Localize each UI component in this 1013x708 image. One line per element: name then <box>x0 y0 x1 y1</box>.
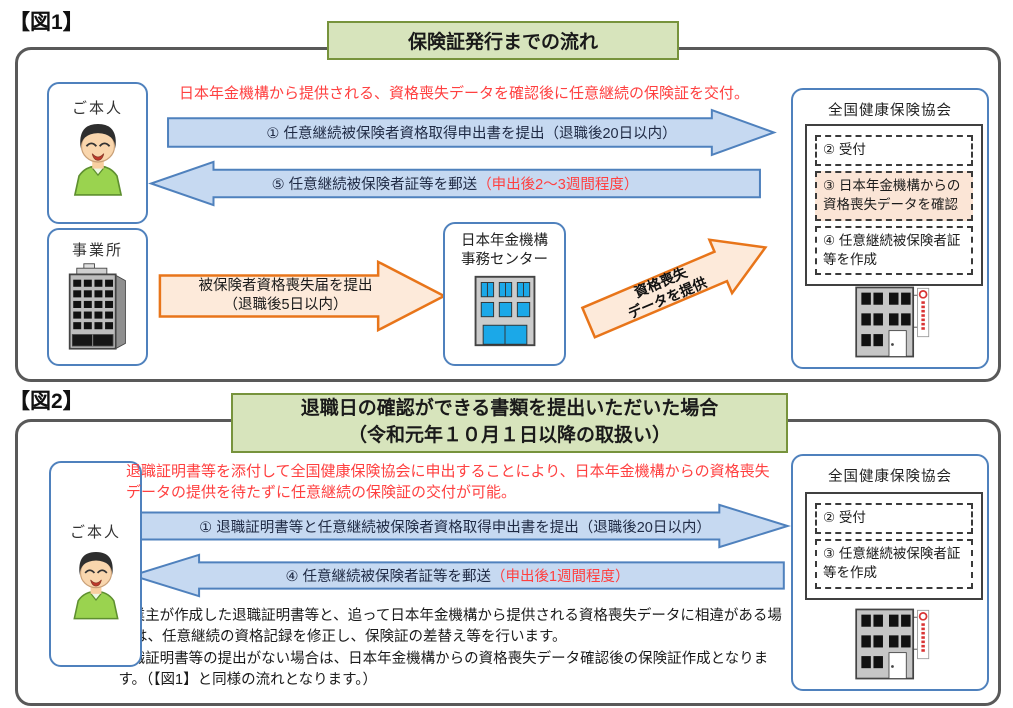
fig2-arrow-submit-label: ① 退職証明書等と任意継続被保険者資格取得申出書を提出（退職後20日以内） <box>199 519 711 536</box>
fig2-red-note: 退職証明書等を添付して全国健康保険協会に申出することにより、日本年金機構からの資… <box>126 463 770 501</box>
fig1-orange-arrow-line1: 被保険者資格喪失届を提出 <box>198 278 373 295</box>
fig1-red-note: 日本年金機構から提供される、資格喪失データを確認後に任意継続の保険証を交付。 <box>178 85 749 102</box>
fig2-step-reception: ② 受付 <box>815 503 973 534</box>
right-arrow-icon <box>119 502 791 550</box>
fig1-office-label: 事業所 <box>71 242 123 259</box>
fig2-kyokai-box: 全国健康保険協会 ② 受付 ③ 任意継続被保険者証等を作成 <box>791 454 989 691</box>
fig1-step-reception: ② 受付 <box>815 135 973 166</box>
right-arrow-icon <box>573 216 781 354</box>
left-arrow-icon <box>148 159 762 208</box>
fig2-label: 【図2】 <box>9 390 84 413</box>
fig2-arrow-mail-text: ④ 任意継続被保険者証等を郵送 <box>285 569 491 585</box>
person-icon <box>65 118 131 201</box>
fig2-arrow-submit: ① 退職証明書等と任意継続被保険者資格取得申出書を提出（退職後20日以内） <box>119 502 791 550</box>
fig1-person-label: ご本人 <box>71 100 123 117</box>
fig1-arrow-mail: ⑤ 任意継続被保険者証等を郵送（申出後2～3週間程度） <box>148 159 762 208</box>
fig1-orange-arrow-line2: （退職後5日以内） <box>223 297 348 313</box>
fig2-arrow-mail-red-text: （申出後1週間程度） <box>490 569 630 585</box>
fig1-kyokai-steps-box: ② 受付 ③ 日本年金機構からの資格喪失データを確認 ④ 任意継続被保険者証等を… <box>805 124 983 287</box>
office-building-icon <box>61 262 135 359</box>
fig1-pension-center-box: 日本年金機構 事務センター <box>443 222 566 366</box>
fig1-diagonal-arrow: 資格喪失 データを提供 <box>573 216 781 354</box>
fig1-orange-arrow-label: 被保険者資格喪失届を提出 （退職後5日以内） <box>157 257 448 335</box>
kyokai-building-icon <box>839 606 939 687</box>
fig2-title-line2: （令和元年１０月１日以降の取扱い） <box>347 425 671 446</box>
fig2-kyokai-steps-box: ② 受付 ③ 任意継続被保険者証等を作成 <box>805 492 983 600</box>
right-arrow-icon <box>166 107 777 158</box>
right-arrow-icon <box>157 257 448 335</box>
kyokai-building-icon <box>839 284 939 365</box>
fig1-orange-arrow: 被保険者資格喪失届を提出 （退職後5日以内） <box>157 257 448 335</box>
fig2-person-box: ご本人 <box>49 461 142 667</box>
fig2-step-create-card: ③ 任意継続被保険者証等を作成 <box>815 538 973 589</box>
pension-center-building-icon <box>470 273 540 354</box>
person-icon <box>65 546 127 625</box>
fig1-step-confirm-data: ③ 日本年金機構からの資格喪失データを確認 <box>815 170 973 221</box>
fig2-title: 退職日の確認ができる書類を提出いただいた場合 （令和元年１０月１日以降の取扱い） <box>231 393 788 453</box>
fig1-step-create-card: ④ 任意継続被保険者証等を作成 <box>815 225 973 276</box>
fig1-pension-center-label: 日本年金機構 事務センター <box>461 232 548 270</box>
fig2-arrow-mail-label: ④ 任意継続被保険者証等を郵送（申出後1週間程度） <box>129 552 786 599</box>
fig2-person-label: ご本人 <box>69 524 121 541</box>
fig1-office-box: 事業所 <box>47 228 148 366</box>
fig1-pension-center-line2: 事務センター <box>461 251 548 268</box>
fig2-kyokai-title: 全国健康保険協会 <box>828 469 952 485</box>
fig2-title-line1: 退職日の確認ができる書類を提出いただいた場合 <box>300 398 719 420</box>
fig1-arrow-submit: ① 任意継続被保険者資格取得申出書を提出（退職後20日以内） <box>166 107 777 158</box>
left-arrow-icon <box>129 552 786 599</box>
fig2-footnotes: ※事業主が作成した退職証明書等と、追って日本年金機構から提供される資格喪失データ… <box>104 606 794 692</box>
fig2-footnote-1: ※事業主が作成した退職証明書等と、追って日本年金機構から提供される資格喪失データ… <box>104 608 782 646</box>
fig1-arrow-mail-label: ⑤ 任意継続被保険者証等を郵送（申出後2～3週間程度） <box>148 159 762 208</box>
fig1-label: 【図1】 <box>9 11 84 34</box>
fig1-arrow-submit-label: ① 任意継続被保険者資格取得申出書を提出（退職後20日以内） <box>266 126 677 142</box>
fig2-footnote-2: ※退職証明書等の提出がない場合は、日本年金機構からの資格喪失データ確認後の保険証… <box>104 651 769 689</box>
fig1-arrow-mail-text: ⑤ 任意継続被保険者証等を郵送 <box>271 177 478 193</box>
fig2-arrow-mail: ④ 任意継続被保険者証等を郵送（申出後1週間程度） <box>129 552 786 599</box>
fig1-kyokai-box: 全国健康保険協会 ② 受付 ③ 日本年金機構からの資格喪失データを確認 ④ 任意… <box>791 88 989 369</box>
fig1-arrow-mail-red-text: （申出後2～3週間程度） <box>477 177 639 193</box>
fig1-kyokai-title: 全国健康保険協会 <box>828 103 952 119</box>
fig1-title: 保険証発行までの流れ <box>327 21 679 60</box>
fig1-person-box: ご本人 <box>47 82 148 224</box>
fig1-pension-center-line1: 日本年金機構 <box>461 233 548 249</box>
